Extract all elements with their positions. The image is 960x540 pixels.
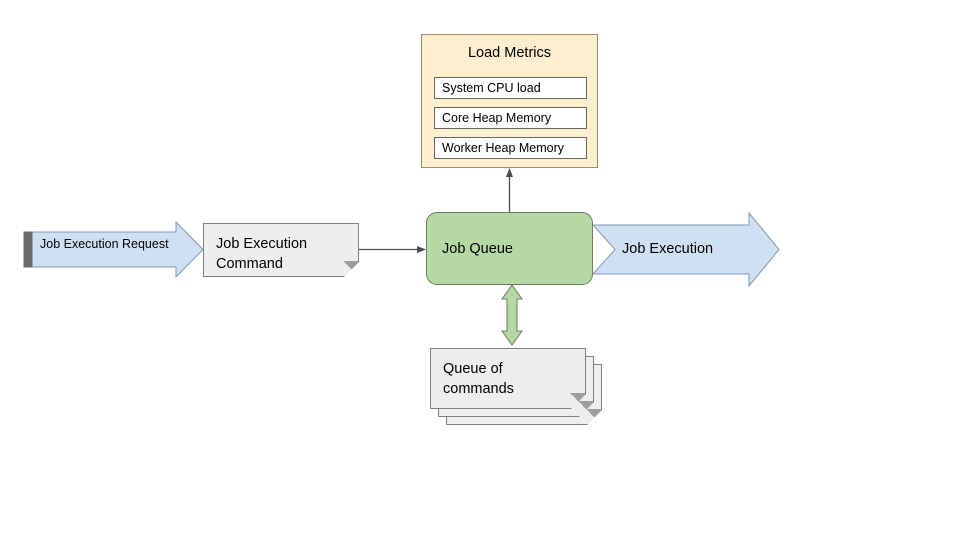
queue-of-commands-label: Queue of commands: [443, 361, 514, 397]
inbound-arrow-shape: [23, 220, 204, 279]
metric-row-worker-heap-memory: Worker Heap Memory: [434, 137, 587, 159]
metric-row-core-heap-memory: Core Heap Memory: [434, 107, 587, 129]
job-execution-command-label: Job Execution Command: [216, 236, 308, 272]
load-metrics-title: Load Metrics: [467, 45, 551, 61]
metric-row-system-cpu-load: System CPU load: [434, 77, 587, 99]
outbound-arrow-shape: [591, 211, 780, 288]
load-metrics-panel: Load Metrics System CPU load Core Heap M…: [421, 34, 598, 168]
queue-of-commands-stack: Queue of commands: [430, 348, 606, 428]
inbound-arrow-label: Job Execution Request: [40, 237, 169, 251]
job-queue-node: Job Queue: [426, 212, 593, 285]
job-queue-label: Job Queue: [442, 241, 513, 257]
job-execution-command-node: Job Execution Command: [203, 223, 359, 277]
connector-queue-to-commands: [501, 284, 523, 346]
connector-command-to-queue: [359, 246, 426, 253]
outbound-arrow-label: Job Execution: [622, 241, 714, 257]
queue-of-commands-sheet-front: Queue of commands: [430, 348, 586, 409]
connector-queue-to-metrics: [506, 168, 513, 212]
note-fold-icon: [586, 409, 601, 424]
